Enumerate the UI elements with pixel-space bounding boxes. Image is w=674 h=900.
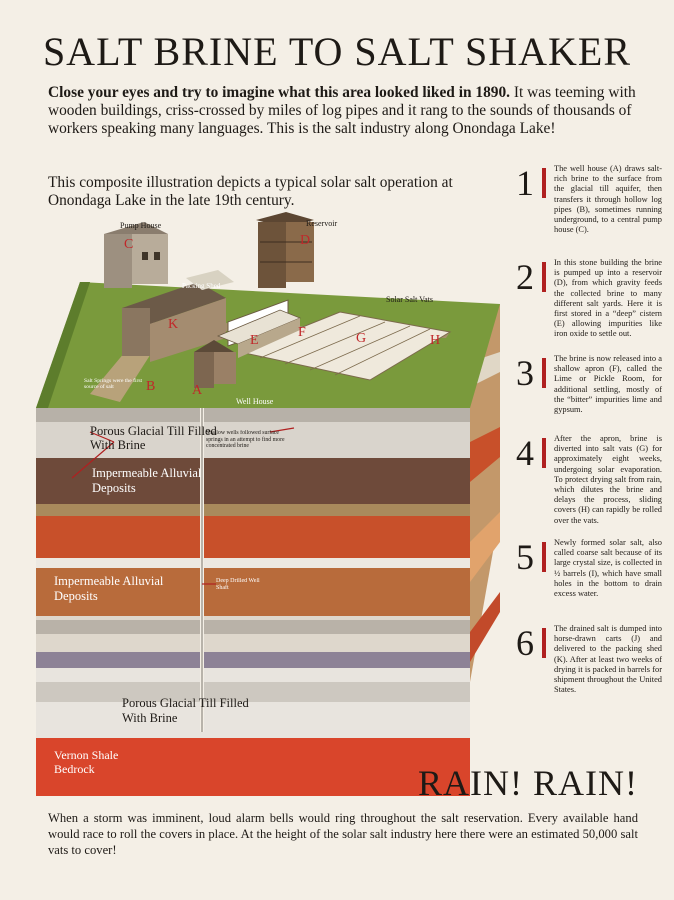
step-number: 5 bbox=[516, 537, 534, 577]
layer-porous-top: Porous Glacial Till Filled With Brine bbox=[90, 424, 217, 452]
step-marker bbox=[542, 438, 546, 468]
letter-c: C bbox=[124, 237, 133, 252]
intro-lead: Close your eyes and try to imagine what … bbox=[48, 84, 511, 101]
step-number: 4 bbox=[516, 433, 534, 473]
label-deep-well: Deep Drilled Well Shaft bbox=[216, 578, 260, 591]
step-number: 6 bbox=[516, 623, 534, 663]
step-number: 3 bbox=[516, 353, 534, 393]
label-packing-shed: Packing Shed bbox=[182, 282, 221, 290]
page-title: SALT BRINE TO SALT SHAKER bbox=[42, 29, 632, 74]
step-marker bbox=[542, 262, 546, 292]
layer-impermeable-2: Impermeable Alluvial Deposits bbox=[54, 574, 163, 603]
label-reservoir: Reservoir bbox=[306, 219, 337, 228]
step-number: 2 bbox=[516, 257, 534, 297]
reservoir-tower bbox=[256, 212, 314, 288]
letter-b: B bbox=[146, 379, 155, 394]
label-shallow-wells: Shallow wells followed surface springs i… bbox=[206, 430, 285, 449]
cistern-sheds bbox=[216, 309, 302, 358]
leader-lines bbox=[71, 427, 295, 585]
letter-d: D bbox=[300, 233, 310, 248]
pump-house bbox=[104, 222, 168, 288]
block-side-face bbox=[470, 304, 500, 682]
layer-porous-bottom: Porous Glacial Till Filled With Brine bbox=[122, 696, 249, 725]
building-letters: A B C D E F G H K bbox=[124, 233, 440, 398]
intro-body: It was teeming with wooden buildings, cr… bbox=[48, 84, 636, 137]
label-pump-house: Pump House bbox=[120, 221, 162, 230]
step-text: The drained salt is dumped into horse-dr… bbox=[554, 624, 662, 695]
step-marker bbox=[542, 358, 546, 388]
step-marker bbox=[542, 628, 546, 658]
step-marker bbox=[542, 542, 546, 572]
step-number: 1 bbox=[516, 163, 534, 203]
letter-h: H bbox=[430, 333, 440, 348]
rain-heading: RAIN! RAIN! bbox=[418, 763, 638, 803]
step-text: In this stone building the brine is pump… bbox=[554, 258, 662, 339]
strata-front-face bbox=[36, 408, 470, 796]
letter-k: K bbox=[168, 317, 178, 332]
letter-f: F bbox=[298, 325, 306, 340]
letter-e: E bbox=[250, 333, 259, 348]
letter-a: A bbox=[192, 383, 203, 398]
layer-impermeable-1: Impermeable Alluvial Deposits bbox=[92, 466, 201, 495]
layer-bedrock: Vernon Shale Bedrock bbox=[54, 748, 118, 776]
salt-operation-illustration: A B C D E F G H K Pump House Reservoir S… bbox=[36, 212, 500, 796]
label-solar-salt-vats: Solar Salt Vats bbox=[386, 295, 433, 304]
storm-paragraph: When a storm was imminent, loud alarm be… bbox=[48, 811, 638, 857]
step-marker bbox=[542, 168, 546, 198]
letter-g: G bbox=[356, 331, 366, 346]
step-text: Newly formed solar salt, also called coa… bbox=[554, 538, 662, 599]
packing-shed bbox=[122, 270, 234, 362]
step-text: The brine is now released into a shallow… bbox=[554, 354, 662, 415]
well-house bbox=[194, 340, 236, 388]
label-well-house: Well House bbox=[236, 397, 274, 406]
intro-paragraph: Close your eyes and try to imagine what … bbox=[48, 84, 638, 138]
step-text: After the apron, brine is diverted into … bbox=[554, 434, 662, 525]
composite-caption: This composite illustration depicts a ty… bbox=[48, 174, 453, 209]
step-text: The well house (A) draws salt-rich brine… bbox=[554, 164, 662, 235]
label-salt-springs: Salt Springs were the first source of sa… bbox=[84, 378, 142, 390]
